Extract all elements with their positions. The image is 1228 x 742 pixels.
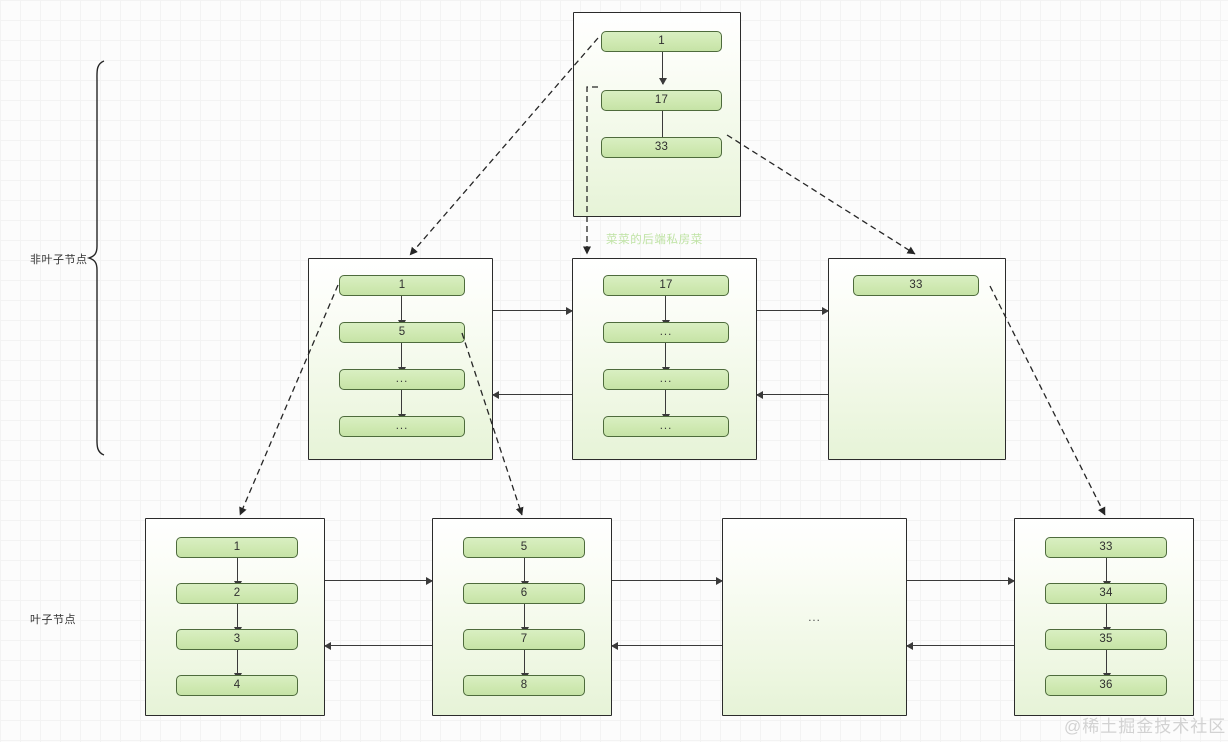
cell-internal-1-0[interactable]: 1 [339, 275, 465, 296]
sibling-link-leaf-3-to-2 [611, 641, 722, 650]
cell-leaf-4-3[interactable]: 36 [1045, 675, 1167, 696]
node-internal-2: 17 ... ... ... [572, 258, 757, 460]
sibling-link-internal-1-to-2 [493, 306, 573, 315]
cell-internal-2-1[interactable]: ... [603, 322, 729, 343]
connector-root-0-1 [658, 52, 667, 85]
cell-leaf-1-3[interactable]: 4 [176, 675, 298, 696]
node-leaf-4: 33 34 35 36 [1014, 518, 1194, 716]
non-leaf-brace [86, 60, 105, 456]
cell-leaf-2-1[interactable]: 6 [463, 583, 585, 604]
node-internal-1: 1 5 ... ... [308, 258, 493, 460]
cell-internal-2-0[interactable]: 17 [603, 275, 729, 296]
node-leaf-1: 1 2 3 4 [145, 518, 325, 716]
cell-internal-1-2[interactable]: ... [339, 369, 465, 390]
label-leaf: 叶子节点 [30, 614, 76, 626]
cell-leaf-4-2[interactable]: 35 [1045, 629, 1167, 650]
sibling-link-internal-3-to-2 [756, 390, 828, 399]
node-internal-3: 33 [828, 258, 1006, 460]
sibling-link-internal-2-to-3 [757, 306, 829, 315]
cell-leaf-2-3[interactable]: 8 [463, 675, 585, 696]
node-root: 1 17 33 [573, 12, 741, 217]
sibling-link-leaf-3-to-4 [907, 576, 1015, 585]
cell-leaf-2-2[interactable]: 7 [463, 629, 585, 650]
cell-internal-1-1[interactable]: 5 [339, 322, 465, 343]
cell-root-0[interactable]: 1 [601, 31, 722, 52]
watermark-green: 菜菜的后端私房菜 [606, 234, 703, 246]
cell-leaf-1-2[interactable]: 3 [176, 629, 298, 650]
sibling-link-internal-2-to-1 [492, 390, 572, 399]
sibling-link-leaf-1-to-2 [325, 576, 433, 585]
node-leaf-3: ... [722, 518, 907, 716]
cell-leaf-4-0[interactable]: 33 [1045, 537, 1167, 558]
pointer-root33-to-internal3 [726, 134, 916, 255]
pointer-root1-to-internal1 [409, 37, 599, 256]
cell-internal-2-3[interactable]: ... [603, 416, 729, 437]
node-leaf-2: 5 6 7 8 [432, 518, 612, 716]
cell-root-2[interactable]: 33 [601, 137, 722, 158]
cell-internal-3-0[interactable]: 33 [853, 275, 979, 296]
sibling-link-leaf-4-to-3 [906, 641, 1014, 650]
cell-leaf-1-0[interactable]: 1 [176, 537, 298, 558]
sibling-link-leaf-2-to-1 [324, 641, 432, 650]
cell-internal-2-2[interactable]: ... [603, 369, 729, 390]
watermark-gray: @稀土掘金技术社区 [1064, 717, 1227, 736]
cell-leaf-2-0[interactable]: 5 [463, 537, 585, 558]
cell-leaf-4-1[interactable]: 34 [1045, 583, 1167, 604]
pointer-internal3-33-to-leaf4 [989, 285, 1106, 516]
cell-leaf-3-placeholder: ... [808, 612, 821, 624]
label-non-leaf: 非叶子节点 [30, 254, 88, 266]
sibling-link-leaf-2-to-3 [612, 576, 723, 585]
cell-internal-1-3[interactable]: ... [339, 416, 465, 437]
cell-leaf-1-1[interactable]: 2 [176, 583, 298, 604]
cell-root-1[interactable]: 17 [601, 90, 722, 111]
